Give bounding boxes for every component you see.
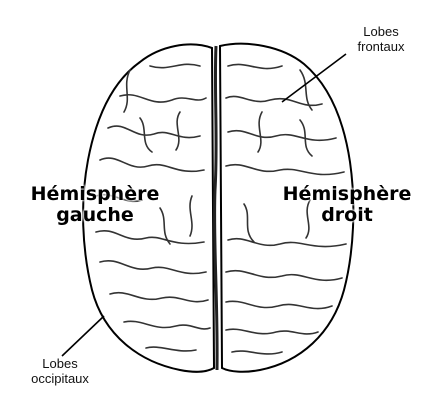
frontal-lobes-label-line1: Lobes <box>338 24 423 39</box>
occipital-lobes-label-line2: occipitaux <box>14 371 106 386</box>
frontal-lobes-label-line2: frontaux <box>338 39 423 54</box>
occipital-lobes-leader <box>62 316 104 356</box>
occipital-lobes-label: Lobes occipitaux <box>14 356 106 386</box>
left-hemisphere-label: Hémisphère gauche <box>6 184 184 226</box>
left-hemisphere-label-line1: Hémisphère <box>6 184 184 205</box>
occipital-lobes-label-line1: Lobes <box>14 356 106 371</box>
left-hemisphere-label-line2: gauche <box>6 205 184 226</box>
frontal-lobes-label: Lobes frontaux <box>338 24 423 54</box>
right-hemisphere-label-line1: Hémisphère <box>262 184 423 205</box>
longitudinal-fissure <box>215 46 218 370</box>
right-hemisphere-label-line2: droit <box>262 205 423 226</box>
right-hemisphere-label: Hémisphère droit <box>262 184 423 226</box>
